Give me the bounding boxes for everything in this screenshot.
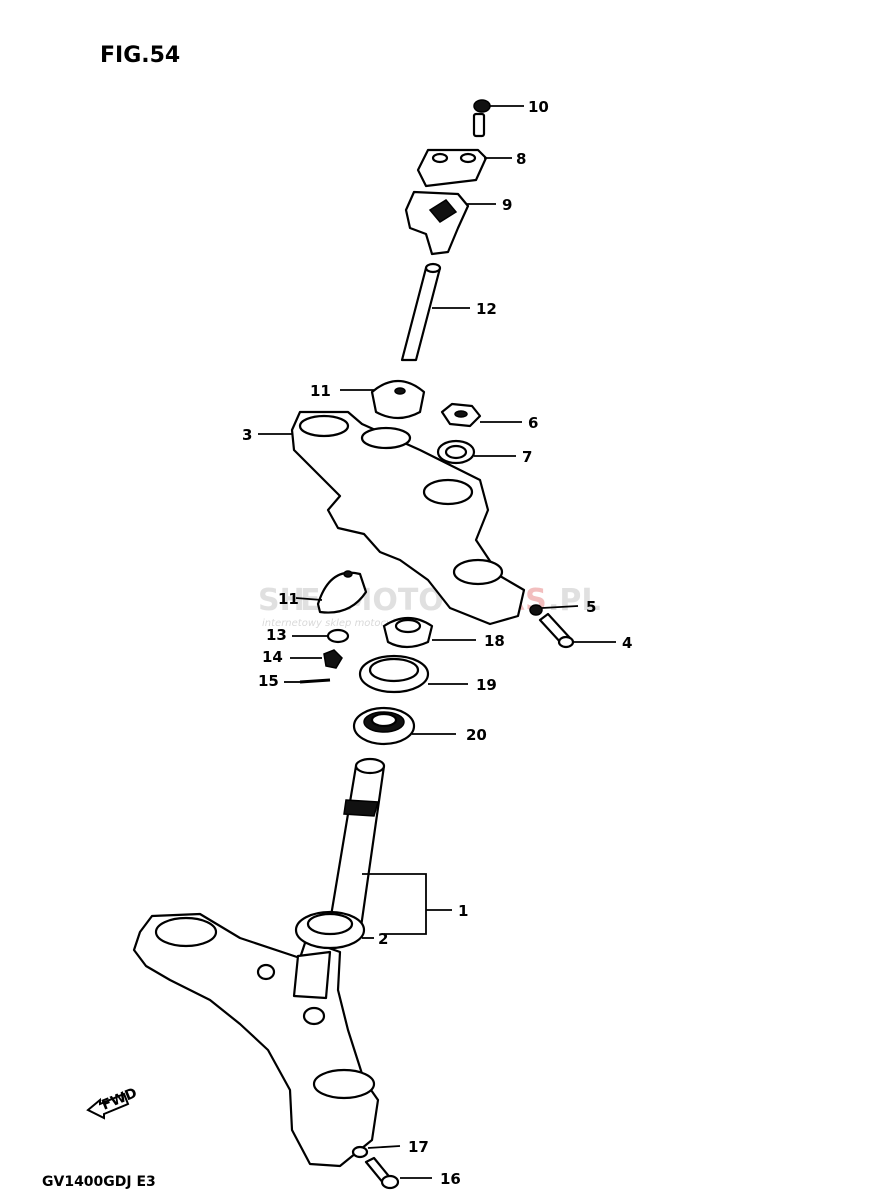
figure-title: FIG.54 <box>100 43 180 68</box>
part-stud-12 <box>400 262 442 362</box>
part-handlebar-clamp-8 <box>416 148 488 188</box>
part-pin-15 <box>299 678 331 684</box>
model-code: GV1400GDJ E3 <box>42 1174 156 1190</box>
callout-6: 6 <box>528 414 538 432</box>
watermark-text-1: SH <box>258 583 305 618</box>
part-cap-11-upper <box>370 379 426 420</box>
watermark-subtitle: internetowy sklep motocyklowy <box>262 618 422 629</box>
part-dust-seal-19 <box>358 654 430 694</box>
callout-5: 5 <box>586 598 596 616</box>
callout-11-upper: 11 <box>310 382 331 400</box>
callout-9: 9 <box>502 196 512 214</box>
part-upper-bracket-3 <box>290 410 526 626</box>
part-bolt-16 <box>364 1156 400 1190</box>
watermark-text-4: .PL <box>548 583 601 618</box>
callout-2: 2 <box>378 930 388 948</box>
part-nut-18 <box>382 616 434 649</box>
leader-5 <box>541 605 579 609</box>
callout-4: 4 <box>622 634 632 652</box>
callout-19: 19 <box>476 676 497 694</box>
part-washer-7 <box>436 439 476 465</box>
callout-13: 13 <box>266 626 287 644</box>
callout-3: 3 <box>242 426 252 444</box>
callout-7: 7 <box>522 448 532 466</box>
part-bolt-4 <box>538 612 575 649</box>
callout-14: 14 <box>262 648 283 666</box>
callout-18: 18 <box>484 632 505 650</box>
part-bolt-10 <box>472 99 491 138</box>
leader-bracket-1 <box>362 873 427 935</box>
callout-1: 1 <box>458 902 468 920</box>
part-lower-bracket-1 <box>132 757 386 1168</box>
callout-15: 15 <box>258 672 279 690</box>
part-nut-14 <box>323 649 343 669</box>
leader-17 <box>367 1145 401 1149</box>
callout-12: 12 <box>476 300 497 318</box>
part-handlebar-holder-9 <box>404 190 470 256</box>
forward-direction-arrow-icon: FWD <box>86 1085 140 1120</box>
part-cap-11-lower <box>316 570 368 614</box>
part-bearing-20 <box>352 706 416 746</box>
callout-16: 16 <box>440 1170 461 1188</box>
part-washer-13 <box>326 628 350 644</box>
callout-17: 17 <box>408 1138 429 1156</box>
forward-label: FWD <box>100 1085 140 1114</box>
leader-11-lower <box>295 597 323 601</box>
part-nut-6 <box>440 402 482 428</box>
callout-11-lower: 11 <box>278 590 299 608</box>
callout-20: 20 <box>466 726 487 744</box>
part-bearing-2 <box>294 910 366 950</box>
callout-10: 10 <box>528 98 549 116</box>
part-washer-5 <box>529 604 543 616</box>
part-washer-17 <box>351 1145 369 1159</box>
callout-8: 8 <box>516 150 526 168</box>
